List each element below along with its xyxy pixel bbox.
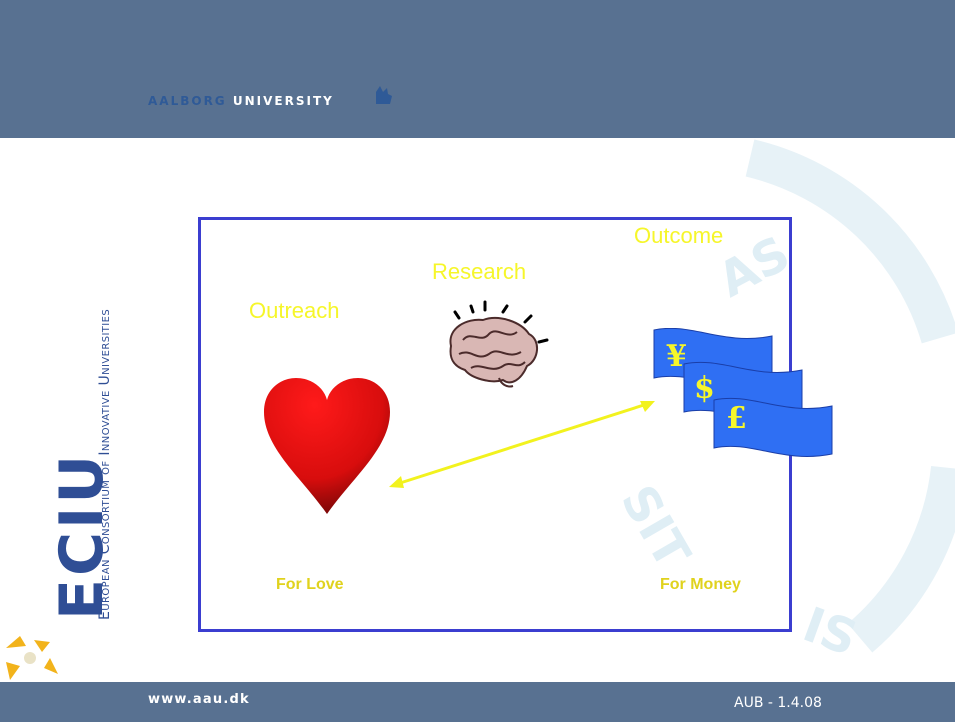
aau-logo: AALBORG UNIVERSITY bbox=[148, 84, 448, 116]
svg-text:IS: IS bbox=[796, 597, 864, 668]
brain-icon bbox=[449, 300, 549, 388]
outcome-label: Outcome bbox=[634, 223, 724, 248]
eciu-star-logo-icon bbox=[6, 636, 58, 680]
university-name: AALBORG UNIVERSITY bbox=[148, 94, 334, 108]
heart-icon bbox=[264, 378, 390, 514]
footer-url-link[interactable]: www.aau.dk bbox=[148, 692, 250, 707]
slide-id: AUB - 1.4.08 bbox=[734, 695, 822, 711]
research-label: Research bbox=[432, 259, 527, 284]
outreach-label: Outreach bbox=[249, 298, 340, 323]
for-money-label: For Money bbox=[660, 576, 741, 593]
eciu-full-name: European Consortium of Innovative Univer… bbox=[97, 308, 113, 620]
university-name-suffix: UNIVERSITY bbox=[232, 94, 334, 108]
pound-symbol: £ bbox=[726, 401, 747, 436]
footer-bar: www.aau.dk AUB - 1.4.08 bbox=[0, 682, 955, 722]
eciu-sidebar: ECIU European Consortium of Innovative U… bbox=[47, 140, 122, 620]
header-bar: AALBORG UNIVERSITY bbox=[0, 0, 955, 138]
university-name-prefix: AALBORG bbox=[148, 94, 227, 108]
money-bills-icon: ¥ $ £ bbox=[653, 328, 833, 457]
double-arrow-icon bbox=[389, 401, 655, 488]
yen-symbol: ¥ bbox=[666, 339, 687, 374]
university-seal-watermark: AS SIT IS bbox=[610, 139, 955, 668]
for-love-label: For Love bbox=[276, 576, 344, 593]
dollar-symbol: $ bbox=[694, 371, 715, 406]
aau-crest-icon bbox=[376, 86, 392, 104]
